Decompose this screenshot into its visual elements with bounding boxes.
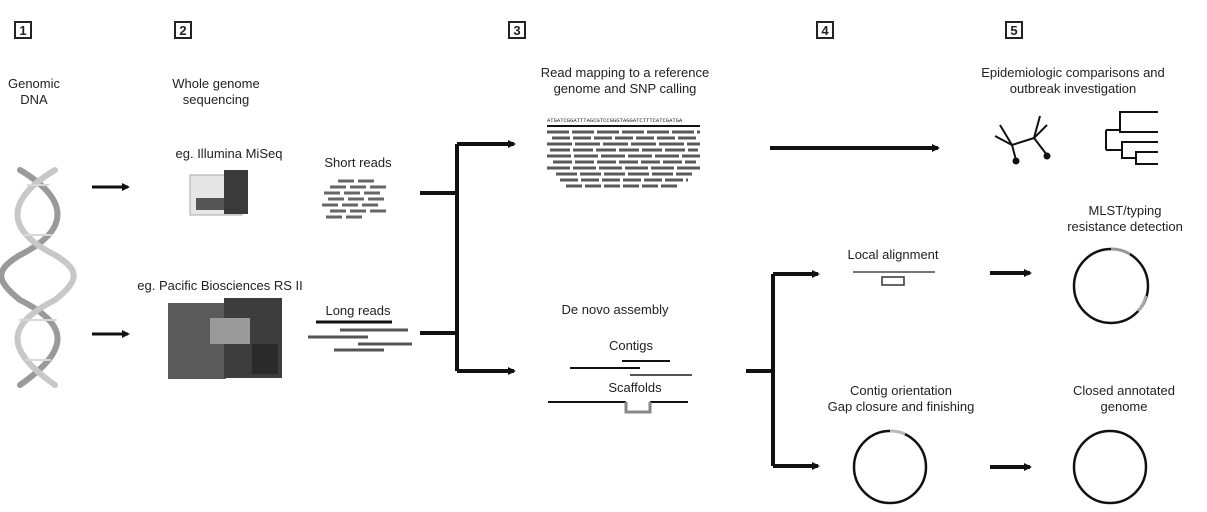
- assembly-split-bracket: [746, 274, 775, 466]
- pacbio-rs-icon: [168, 298, 282, 379]
- illumina-miseq-icon: [189, 170, 248, 216]
- orientation-genome-circle: [852, 429, 928, 505]
- local-alignment-label: Local alignment: [847, 247, 939, 262]
- contig-orientation-label: Contig orientation Gap closure and finis…: [827, 383, 975, 414]
- closed-genome-label: Closed annotated genome: [1073, 383, 1175, 414]
- reference-sequence-text: ATGATCGGATTTAGCGTCCGGGTAGGATCTTTCATCGATG…: [547, 117, 683, 124]
- reads-merge-bracket: [420, 144, 459, 371]
- mapped-reads-block: [547, 130, 700, 188]
- step-2-box: 2: [174, 21, 192, 39]
- genomic-dna-label: Genomic DNA: [7, 76, 61, 107]
- long-reads-label: Long reads: [325, 303, 391, 318]
- illumina-label: eg. Illumina MiSeq: [175, 146, 283, 161]
- epidemiologic-label: Epidemiologic comparisons and outbreak i…: [981, 65, 1165, 96]
- closed-genome-circle: [1072, 429, 1148, 505]
- pacbio-label: eg. Pacific Biosciences RS II: [137, 278, 303, 293]
- short-reads-label: Short reads: [324, 155, 392, 170]
- mlst-genome-circle: [1072, 247, 1150, 325]
- short-reads-icon: [322, 179, 386, 219]
- step-3-box: 3: [508, 21, 526, 39]
- step-4-box: 4: [816, 21, 834, 39]
- local-alignment-icon: [853, 271, 935, 286]
- rooted-tree-icon: [1105, 111, 1158, 165]
- unrooted-tree-icon: [994, 115, 1051, 165]
- dna-helix-icon: [0, 167, 77, 388]
- read-mapping-label: Read mapping to a reference genome and S…: [540, 65, 710, 96]
- long-reads-icon: [308, 320, 412, 352]
- step-5-box: 5: [1005, 21, 1023, 39]
- de-novo-label: De novo assembly: [561, 302, 669, 317]
- scaffolds-label: Scaffolds: [608, 380, 662, 395]
- mlst-label: MLST/typing resistance detection: [1067, 203, 1183, 234]
- contigs-label: Contigs: [608, 338, 654, 353]
- contigs-scaffolds-icon: [548, 360, 692, 414]
- wgs-label: Whole genome sequencing: [172, 76, 260, 107]
- step-1-box: 1: [14, 21, 32, 39]
